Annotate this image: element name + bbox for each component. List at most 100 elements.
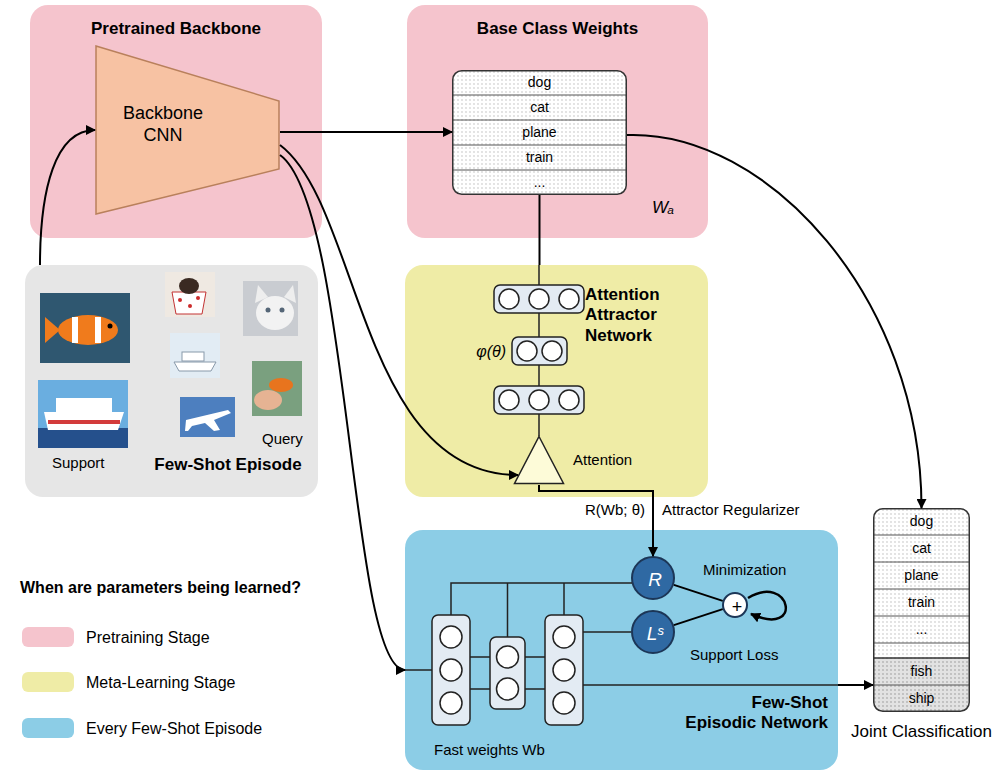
episode-images <box>269 378 293 392</box>
attractor-vectors <box>538 265 540 285</box>
weight-symbol: Wₐ <box>652 198 674 218</box>
episode-images <box>243 281 298 336</box>
cnn-shape <box>95 45 280 215</box>
attractor-vectors <box>494 285 584 313</box>
episode-images <box>45 317 60 343</box>
fast-weights <box>497 646 519 668</box>
regularizer-node: R <box>631 556 675 600</box>
fast-weights <box>583 631 631 633</box>
table-shape <box>873 685 970 686</box>
episode-images <box>170 333 220 378</box>
table-shape <box>453 71 627 195</box>
regularizer-label: Attractor Regularizer <box>662 501 800 519</box>
panel-title: Attention Attractor Network <box>585 285 703 346</box>
fast-weights <box>440 626 462 648</box>
function-label: φ(θ) <box>452 342 506 361</box>
legend-heading: When are parameters being learned? <box>20 578 301 597</box>
attractor-vectors <box>529 390 549 410</box>
table-shape <box>453 71 627 195</box>
fast-weights <box>440 659 462 681</box>
class-name: ... <box>873 616 970 643</box>
loss-node: Lˢ <box>631 610 675 654</box>
fast-weights <box>545 615 583 725</box>
connector <box>539 485 653 556</box>
fast-weights <box>507 583 509 637</box>
fast-weights <box>440 692 462 714</box>
table-shape <box>873 643 970 644</box>
connector <box>627 135 922 508</box>
episode-images <box>280 308 285 313</box>
class-name: Joint Classification <box>851 722 992 742</box>
episode-images <box>165 272 215 317</box>
class-name: dog <box>873 508 970 535</box>
attractor-vectors <box>494 386 584 414</box>
episode-images <box>266 308 271 313</box>
connector <box>539 195 541 265</box>
episode-images <box>108 324 113 329</box>
class-name: dog <box>452 70 627 95</box>
table-shape <box>874 509 970 712</box>
table-shape <box>874 658 970 711</box>
fast-weights <box>405 583 838 725</box>
table-shape <box>452 145 627 146</box>
fast-weights <box>497 678 519 700</box>
attractor-vectors <box>494 265 584 436</box>
episode-images <box>254 390 282 410</box>
backbone-cnn: Backbone CNN <box>95 45 280 215</box>
minimization-loop <box>748 592 786 620</box>
episode-images <box>182 352 204 361</box>
fast-weights <box>451 583 632 615</box>
step-label: Minimization <box>703 561 786 579</box>
connector <box>280 131 452 133</box>
panel-title: Few-Shot Episode <box>143 455 313 475</box>
attractor-vectors <box>529 289 549 309</box>
legend-swatch <box>22 672 74 692</box>
attractor-vectors <box>538 414 540 436</box>
episode-images <box>40 293 130 363</box>
episode-images <box>58 315 118 345</box>
legend-text: Every Few-Shot Episode <box>86 719 262 738</box>
attractor-vectors <box>517 341 537 361</box>
episode-images <box>95 317 101 343</box>
edge-label: R(Wb; θ) <box>585 501 645 519</box>
attractor-vectors <box>538 365 540 386</box>
episode-images <box>188 304 192 308</box>
joint-table: dogcatplanetrain...fishshipJoint Classif… <box>873 508 970 712</box>
attention-triangle: Attention <box>513 435 565 485</box>
attractor-vectors <box>538 313 540 337</box>
fast-weights <box>553 659 575 681</box>
episode-images <box>38 428 128 448</box>
weights-label: Fast weights Wb <box>434 741 545 759</box>
episode-images <box>185 410 231 431</box>
weight-table: dogcatplanetrain... <box>452 70 627 195</box>
episode-images <box>172 292 206 314</box>
legend-text: Pretraining Stage <box>86 628 210 647</box>
legend-swatch <box>22 718 74 738</box>
connector <box>838 684 873 686</box>
table-shape <box>873 589 970 590</box>
connector <box>674 609 723 625</box>
node-text: Attention <box>573 451 632 469</box>
triangle-shape <box>513 435 565 485</box>
stage-panel: Pretrained BackboneBackbone CNN <box>30 5 322 238</box>
class-name: ... <box>452 170 627 195</box>
fast-weights <box>553 692 575 714</box>
class-name: cat <box>873 535 970 562</box>
cnn-shape <box>96 46 279 214</box>
fast-weights <box>563 583 565 615</box>
connector <box>674 585 723 601</box>
class-name: ship <box>873 685 970 712</box>
episode-images <box>256 296 294 330</box>
sum-node: + <box>722 592 748 618</box>
fast-weights <box>490 637 525 709</box>
episode-images <box>180 397 235 437</box>
panel-title: Pretrained Backbone <box>30 19 322 39</box>
table-shape <box>873 562 970 563</box>
attractor-vectors <box>542 341 562 361</box>
table-shape <box>873 616 970 617</box>
node-text: Backbone CNN <box>113 103 213 146</box>
node-text: Lˢ <box>633 612 677 656</box>
fast-weights <box>405 669 432 671</box>
class-name: plane <box>873 562 970 589</box>
triangle-shape <box>515 437 564 484</box>
